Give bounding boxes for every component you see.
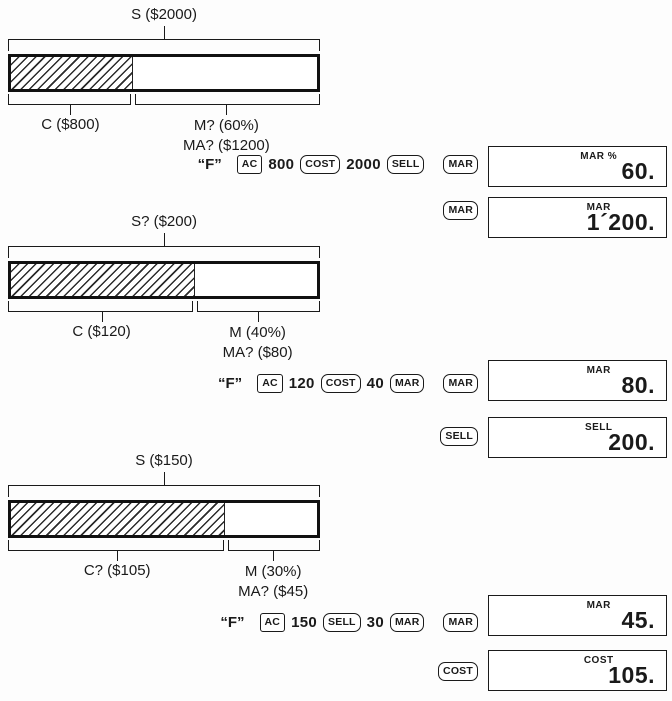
bar-diagram-3: S ($150) C? ($105) M (30%) MA? ($45): [8, 452, 320, 602]
selling-price-label: S ($2000): [131, 6, 197, 23]
pointer-line: [164, 472, 165, 485]
display-screen: MAR 1´200.: [488, 197, 667, 238]
display-indicator: MAR %: [580, 151, 618, 162]
bar-diagram-2: S? ($200) C ($120) M (40%) MA? ($80): [8, 213, 320, 363]
entry-number: 120: [288, 374, 315, 392]
pointer-line: [226, 105, 228, 115]
proportion-bar: [8, 54, 320, 92]
display-screen: SELL 200.: [488, 417, 667, 458]
display-value: 45.: [621, 607, 655, 633]
margin-bracket: [197, 301, 320, 312]
proportion-bar: [8, 261, 320, 299]
ac-key: AC: [259, 612, 286, 632]
cost-hatched-segment: [11, 503, 226, 535]
mode-indicator: “F”: [197, 155, 222, 173]
margin-amount-label: MA? ($80): [222, 344, 293, 361]
mar-key: MAR: [443, 612, 478, 632]
pointer-line: [257, 312, 259, 322]
margin-labels: M (30%) MA? ($45): [226, 562, 320, 602]
pointer-line: [164, 26, 165, 39]
total-bracket: [8, 246, 320, 258]
margin-amount-label: MA? ($45): [238, 583, 309, 600]
cost-bracket: [8, 540, 225, 551]
key-sequence-1: “F” AC 800 COST 2000 SELL MAR: [198, 153, 478, 175]
display-value: 60.: [621, 158, 655, 184]
cost-label: C ($800): [41, 116, 100, 133]
display-screen: COST 105.: [488, 650, 667, 691]
cost-hatched-segment: [11, 264, 195, 296]
pointer-line: [101, 312, 103, 322]
display-screen: MAR % 60.: [488, 146, 667, 187]
margin-labels: M? (60%) MA? ($1200): [133, 116, 320, 156]
display-value: 105.: [608, 662, 655, 688]
margin-percent-label: M? (60%): [193, 117, 259, 134]
cost-key: COST: [300, 154, 341, 174]
entry-number: 800: [268, 155, 295, 173]
selling-price-label: S? ($200): [131, 213, 197, 230]
cost-bracket: [8, 94, 131, 105]
pointer-line: [273, 551, 275, 561]
ac-key: AC: [257, 373, 283, 393]
key-sequence-3: “F” AC 150 SELL 30 MAR MAR: [220, 611, 478, 633]
proportion-bar: [8, 500, 320, 538]
cost-label: C ($120): [72, 323, 131, 340]
pointer-line: [117, 551, 119, 561]
display-indicator: COST: [583, 655, 614, 666]
total-bracket: [8, 39, 320, 51]
margin-labels: M (40%) MA? ($80): [195, 323, 320, 363]
ac-key: AC: [236, 154, 263, 174]
mar-key: MAR: [443, 373, 478, 393]
total-bracket: [8, 485, 320, 497]
selling-price-label: S ($150): [135, 452, 193, 469]
sell-key: SELL: [323, 612, 361, 632]
key-sequence-2: “F” AC 120 COST 40 MAR MAR: [218, 372, 478, 394]
mar-key: MAR: [389, 373, 425, 393]
cost-label: C? ($105): [83, 562, 151, 579]
margin-bracket: [228, 540, 320, 551]
mar-key: MAR: [443, 201, 478, 220]
cost-key: COST: [320, 373, 361, 393]
sell-key: SELL: [386, 154, 425, 174]
display-indicator: SELL: [584, 422, 613, 433]
cost-bracket: [8, 301, 194, 312]
pointer-line: [164, 233, 165, 246]
mode-indicator: “F”: [220, 613, 245, 631]
entry-number: 2000: [346, 155, 381, 173]
margin-percent-label: M (40%): [229, 324, 286, 341]
display-indicator: MAR: [586, 600, 611, 611]
mar-key: MAR: [443, 154, 478, 174]
display-value: 80.: [621, 372, 655, 398]
display-value: 1´200.: [586, 209, 655, 235]
entry-number: 150: [291, 613, 318, 631]
margin-percent-label: M (30%): [244, 563, 302, 580]
display-indicator: MAR: [586, 202, 611, 213]
entry-number: 30: [366, 613, 384, 631]
margin-bracket: [134, 94, 320, 105]
display-value: 200.: [608, 429, 655, 455]
entry-number: 40: [366, 374, 384, 392]
cost-key: COST: [438, 662, 478, 681]
mar-key: MAR: [389, 612, 425, 632]
display-screen: MAR 45.: [488, 595, 667, 636]
sell-key: SELL: [440, 427, 478, 446]
pointer-line: [70, 105, 72, 115]
margin-amount-label: MA? ($1200): [183, 137, 270, 154]
cost-hatched-segment: [11, 57, 134, 89]
display-screen: MAR 80.: [488, 360, 667, 401]
mode-indicator: “F”: [218, 374, 243, 392]
display-indicator: MAR: [586, 365, 611, 376]
bar-diagram-1: S ($2000) C ($800) M? (60%) MA? ($1200): [8, 6, 320, 156]
